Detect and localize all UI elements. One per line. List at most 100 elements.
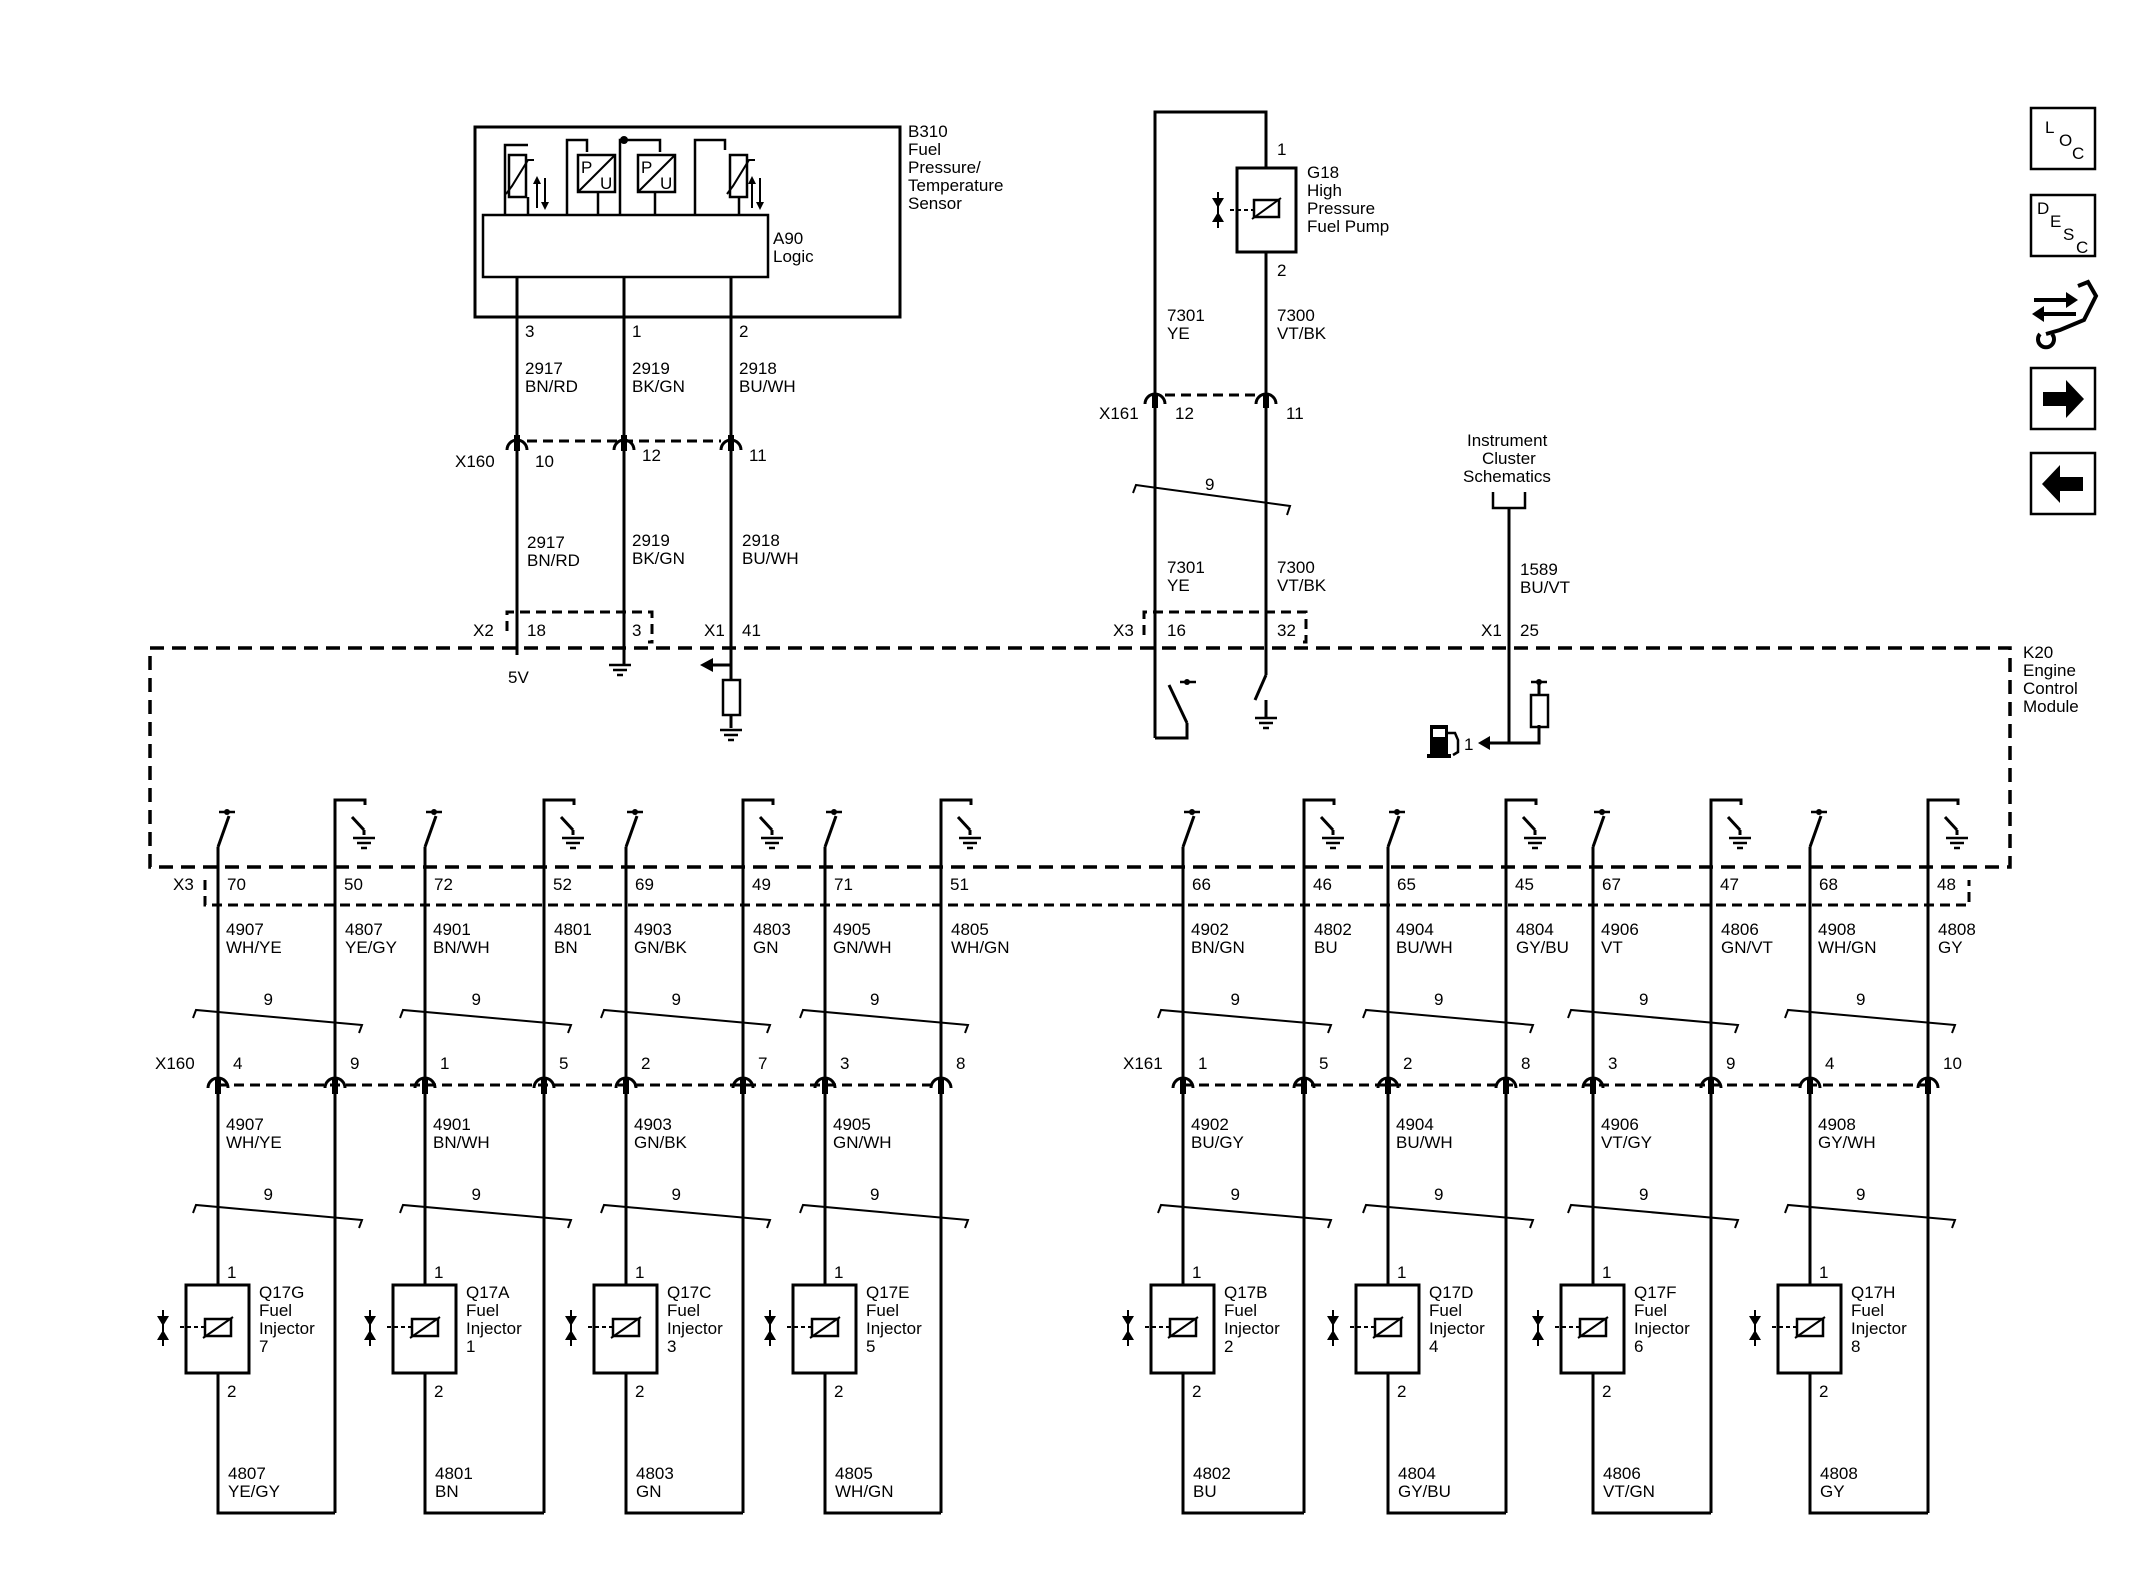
connector-tool-icon[interactable] (2032, 279, 2099, 350)
pin-label: 3 (840, 1054, 849, 1073)
pin-label: 11 (749, 446, 767, 465)
pin-label: 50 (344, 875, 363, 894)
pressure-transducer-icon: P U (565, 138, 624, 215)
injector-desc: Injector (866, 1319, 922, 1338)
twist-label: 9 (472, 1185, 481, 1204)
pin-label: 2 (635, 1382, 644, 1401)
wire-label: WH/YE (226, 938, 282, 957)
pin-label: 12 (642, 446, 661, 465)
svg-text:1: 1 (632, 322, 641, 341)
svg-text:Instrument: Instrument (1467, 431, 1548, 450)
svg-text:Fuel Pump: Fuel Pump (1307, 217, 1389, 236)
wire-label: 4906 (1601, 1115, 1639, 1134)
svg-text:High: High (1307, 181, 1342, 200)
injector-num: 5 (866, 1337, 875, 1356)
twist-label: 9 (1856, 1185, 1865, 1204)
next-arrow-button[interactable] (2029, 366, 2097, 431)
injector-name: Q17F (1634, 1283, 1677, 1302)
pin-label: 1 (434, 1263, 443, 1282)
wire-label: 4903 (634, 1115, 672, 1134)
svg-text:2918: 2918 (742, 531, 780, 550)
injector-num: 1 (466, 1337, 475, 1356)
svg-text:Pressure: Pressure (1307, 199, 1375, 218)
injector-num: 3 (667, 1337, 676, 1356)
connector-x160-sensor: X160 10 12 11 (455, 435, 767, 471)
wire-label: BN/WH (433, 1133, 490, 1152)
wire-label: 4908 (1818, 920, 1856, 939)
svg-text:YE: YE (1167, 324, 1190, 343)
wire-label: GN/WH (833, 938, 892, 957)
wire-label: 4907 (226, 920, 264, 939)
svg-text:2919: 2919 (632, 359, 670, 378)
sensor-logic-box (481, 213, 770, 279)
svg-text:C: C (2072, 144, 2084, 163)
pin-label: 72 (434, 875, 453, 894)
svg-text:41: 41 (742, 621, 761, 640)
svg-text:D: D (2037, 199, 2049, 218)
twist-label: 9 (472, 990, 481, 1009)
sensor-name: B310 (908, 122, 948, 141)
instrument-cluster-link[interactable]: Instrument Cluster Schematics 1589 BU/VT… (1427, 431, 1570, 758)
injector-desc: Fuel (866, 1301, 899, 1320)
injector-num: 2 (1224, 1337, 1233, 1356)
pin-label: 1 (834, 1263, 843, 1282)
svg-text:BU/WH: BU/WH (742, 549, 799, 568)
injector-num: 6 (1634, 1337, 1643, 1356)
wire-label: 4807 (345, 920, 383, 939)
injector-name: Q17H (1851, 1283, 1895, 1302)
connector-label: X160 (455, 452, 495, 471)
svg-text:9: 9 (1205, 475, 1214, 494)
svg-text:16: 16 (1167, 621, 1186, 640)
svg-text:2917: 2917 (527, 533, 565, 552)
pin-label: 3 (1608, 1054, 1617, 1073)
description-button[interactable]: D E S C (2029, 193, 2097, 258)
svg-text:1589: 1589 (1520, 560, 1558, 579)
pin-label: 65 (1397, 875, 1416, 894)
svg-text:2: 2 (739, 322, 748, 341)
wire-label: GN/WH (833, 1133, 892, 1152)
wire-label: 4806 (1721, 920, 1759, 939)
svg-text:BN/RD: BN/RD (525, 377, 578, 396)
twist-label: 9 (1639, 1185, 1648, 1204)
injector-name: Q17G (259, 1283, 304, 1302)
svg-text:2918: 2918 (739, 359, 777, 378)
pin-label: 48 (1937, 875, 1956, 894)
twist-label: 9 (264, 990, 273, 1009)
pump-pin: 2 (1277, 261, 1286, 280)
svg-text:3: 3 (525, 322, 534, 341)
pin-label: 1 (440, 1054, 449, 1073)
pin-label: 2 (641, 1054, 650, 1073)
svg-text:L: L (2045, 118, 2054, 137)
svg-text:K20: K20 (2023, 643, 2053, 662)
pin-label: 1 (227, 1263, 236, 1282)
pin-label: 4 (233, 1054, 242, 1073)
sensor-housing (473, 125, 902, 319)
injector-desc: Injector (667, 1319, 723, 1338)
previous-arrow-button[interactable] (2029, 451, 2097, 516)
supply-label: 5V (508, 668, 529, 687)
wire-label: YE/GY (228, 1482, 280, 1501)
pin-label: 1 (1198, 1054, 1207, 1073)
pin-label: 1 (635, 1263, 644, 1282)
pin-label: 9 (350, 1054, 359, 1073)
wire-label: 4805 (951, 920, 989, 939)
svg-text:Schematics: Schematics (1463, 467, 1551, 486)
svg-text:E: E (2050, 212, 2061, 231)
wire-label: 4804 (1516, 920, 1554, 939)
location-button[interactable]: L O C (2029, 106, 2099, 173)
svg-text:1: 1 (1464, 735, 1473, 754)
svg-text:VT/BK: VT/BK (1277, 576, 1327, 595)
twist-label: 9 (672, 1185, 681, 1204)
svg-text:X2: X2 (473, 621, 494, 640)
twist-label: 9 (264, 1185, 273, 1204)
wire-label: 4803 (753, 920, 791, 939)
svg-text:7301: 7301 (1167, 306, 1205, 325)
pin-label: 68 (1819, 875, 1838, 894)
thermistor-icon (503, 143, 549, 215)
svg-text:P: P (641, 158, 652, 177)
wire-label: 4905 (833, 1115, 871, 1134)
wire-label: GY (1938, 938, 1963, 957)
